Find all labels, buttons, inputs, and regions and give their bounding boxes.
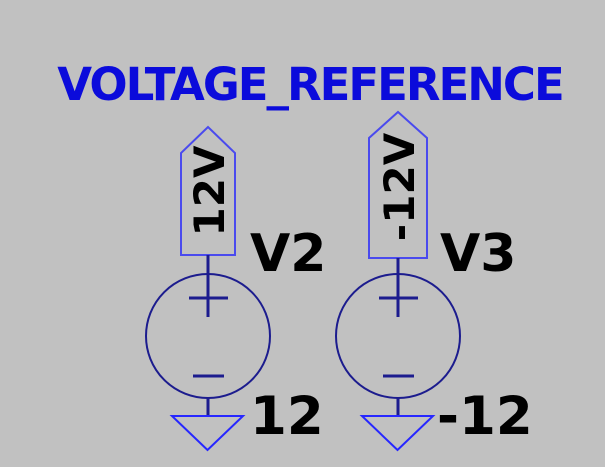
voltage-source-v2[interactable] xyxy=(145,255,271,416)
voltage-source-v3[interactable] xyxy=(335,258,461,416)
net-flag-v3[interactable]: -12V xyxy=(368,110,428,259)
net-flag-v2[interactable]: 12V xyxy=(180,125,236,256)
net-flag-label-v2[interactable]: 12V xyxy=(185,145,234,236)
value-label-v2[interactable]: 12 xyxy=(250,386,324,447)
net-flag-pentagon-icon[interactable] xyxy=(180,125,236,256)
schematic-title[interactable]: VOLTAGE_REFERENCE xyxy=(57,58,564,111)
designator-label-v3[interactable]: V3 xyxy=(440,224,517,284)
net-flag-label-v3[interactable]: -12V xyxy=(375,132,424,241)
designator-label-v2[interactable]: V2 xyxy=(250,224,327,284)
ground-symbol-v3[interactable] xyxy=(359,415,436,452)
value-label-v3[interactable]: -12 xyxy=(437,386,533,447)
net-flag-pentagon-icon[interactable] xyxy=(368,110,428,259)
ground-symbol-v2[interactable] xyxy=(169,415,246,452)
